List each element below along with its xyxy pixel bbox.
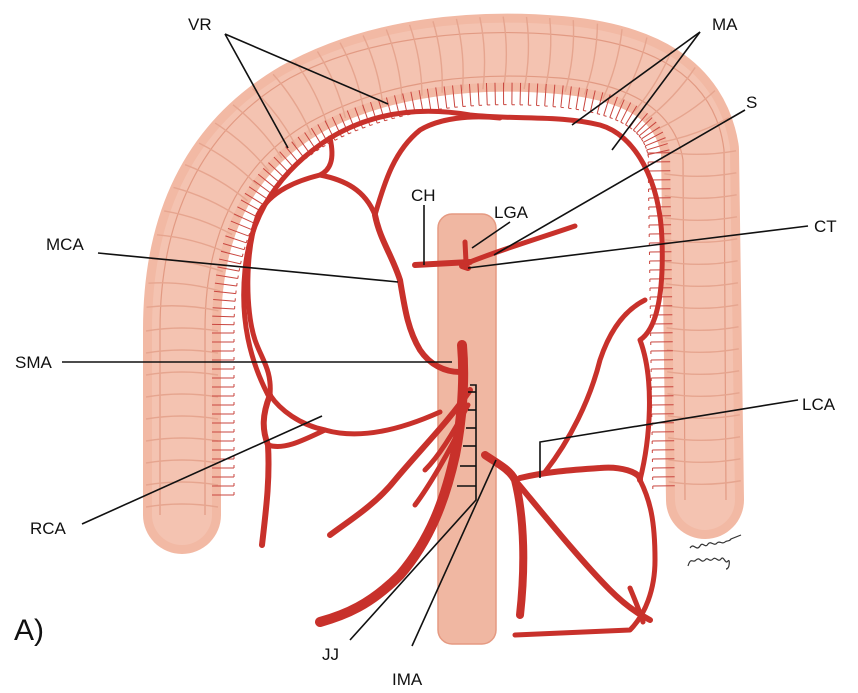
right-colic-branch (268, 430, 325, 447)
label-ma: MA (712, 15, 738, 34)
label-mca: MCA (46, 235, 84, 254)
label-ch: CH (411, 186, 436, 205)
left-gastric-artery (465, 242, 466, 262)
panel-label: A) (14, 614, 44, 647)
left-colic-artery (520, 468, 640, 480)
left-colic-ascending (545, 300, 645, 472)
label-vr: VR (188, 15, 212, 34)
label-rca: RCA (30, 519, 67, 538)
label-ima: IMA (392, 670, 423, 689)
signature (688, 535, 741, 569)
label-s: S (746, 93, 757, 112)
label-lga: LGA (494, 203, 529, 222)
right-colic-artery (262, 395, 270, 545)
label-ct: CT (814, 217, 837, 236)
label-sma: SMA (15, 353, 53, 372)
label-lca: LCA (802, 395, 836, 414)
sigmoid-arcade (630, 588, 643, 622)
sigmoid-branch (515, 480, 650, 620)
label-jj: JJ (322, 645, 339, 664)
aorta (438, 214, 496, 644)
celiac-trunk (462, 266, 468, 268)
